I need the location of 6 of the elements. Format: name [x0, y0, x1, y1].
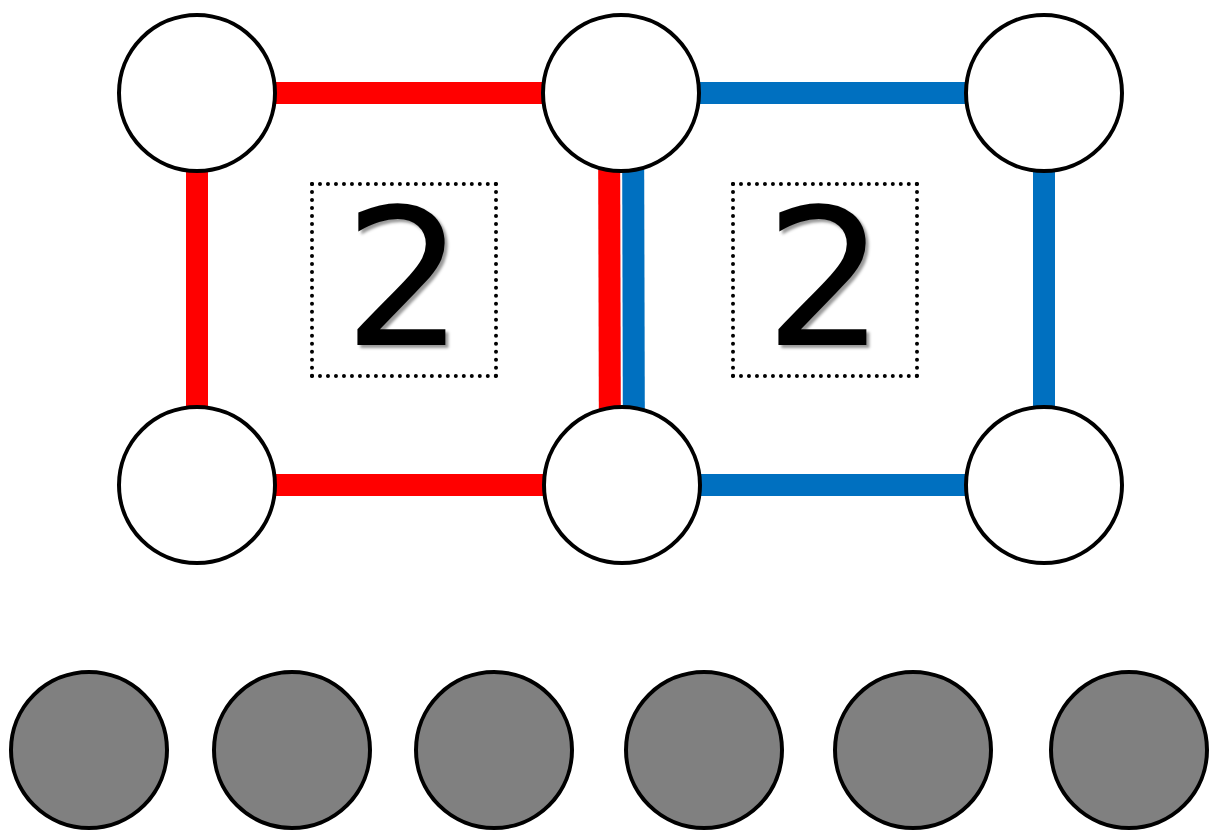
- connector-line: [622, 168, 645, 410]
- dotted-box: [310, 182, 498, 378]
- connector-line: [598, 168, 621, 410]
- number-label: 2: [343, 185, 465, 375]
- dotted-box: [731, 182, 919, 378]
- number-label: 2: [764, 185, 886, 375]
